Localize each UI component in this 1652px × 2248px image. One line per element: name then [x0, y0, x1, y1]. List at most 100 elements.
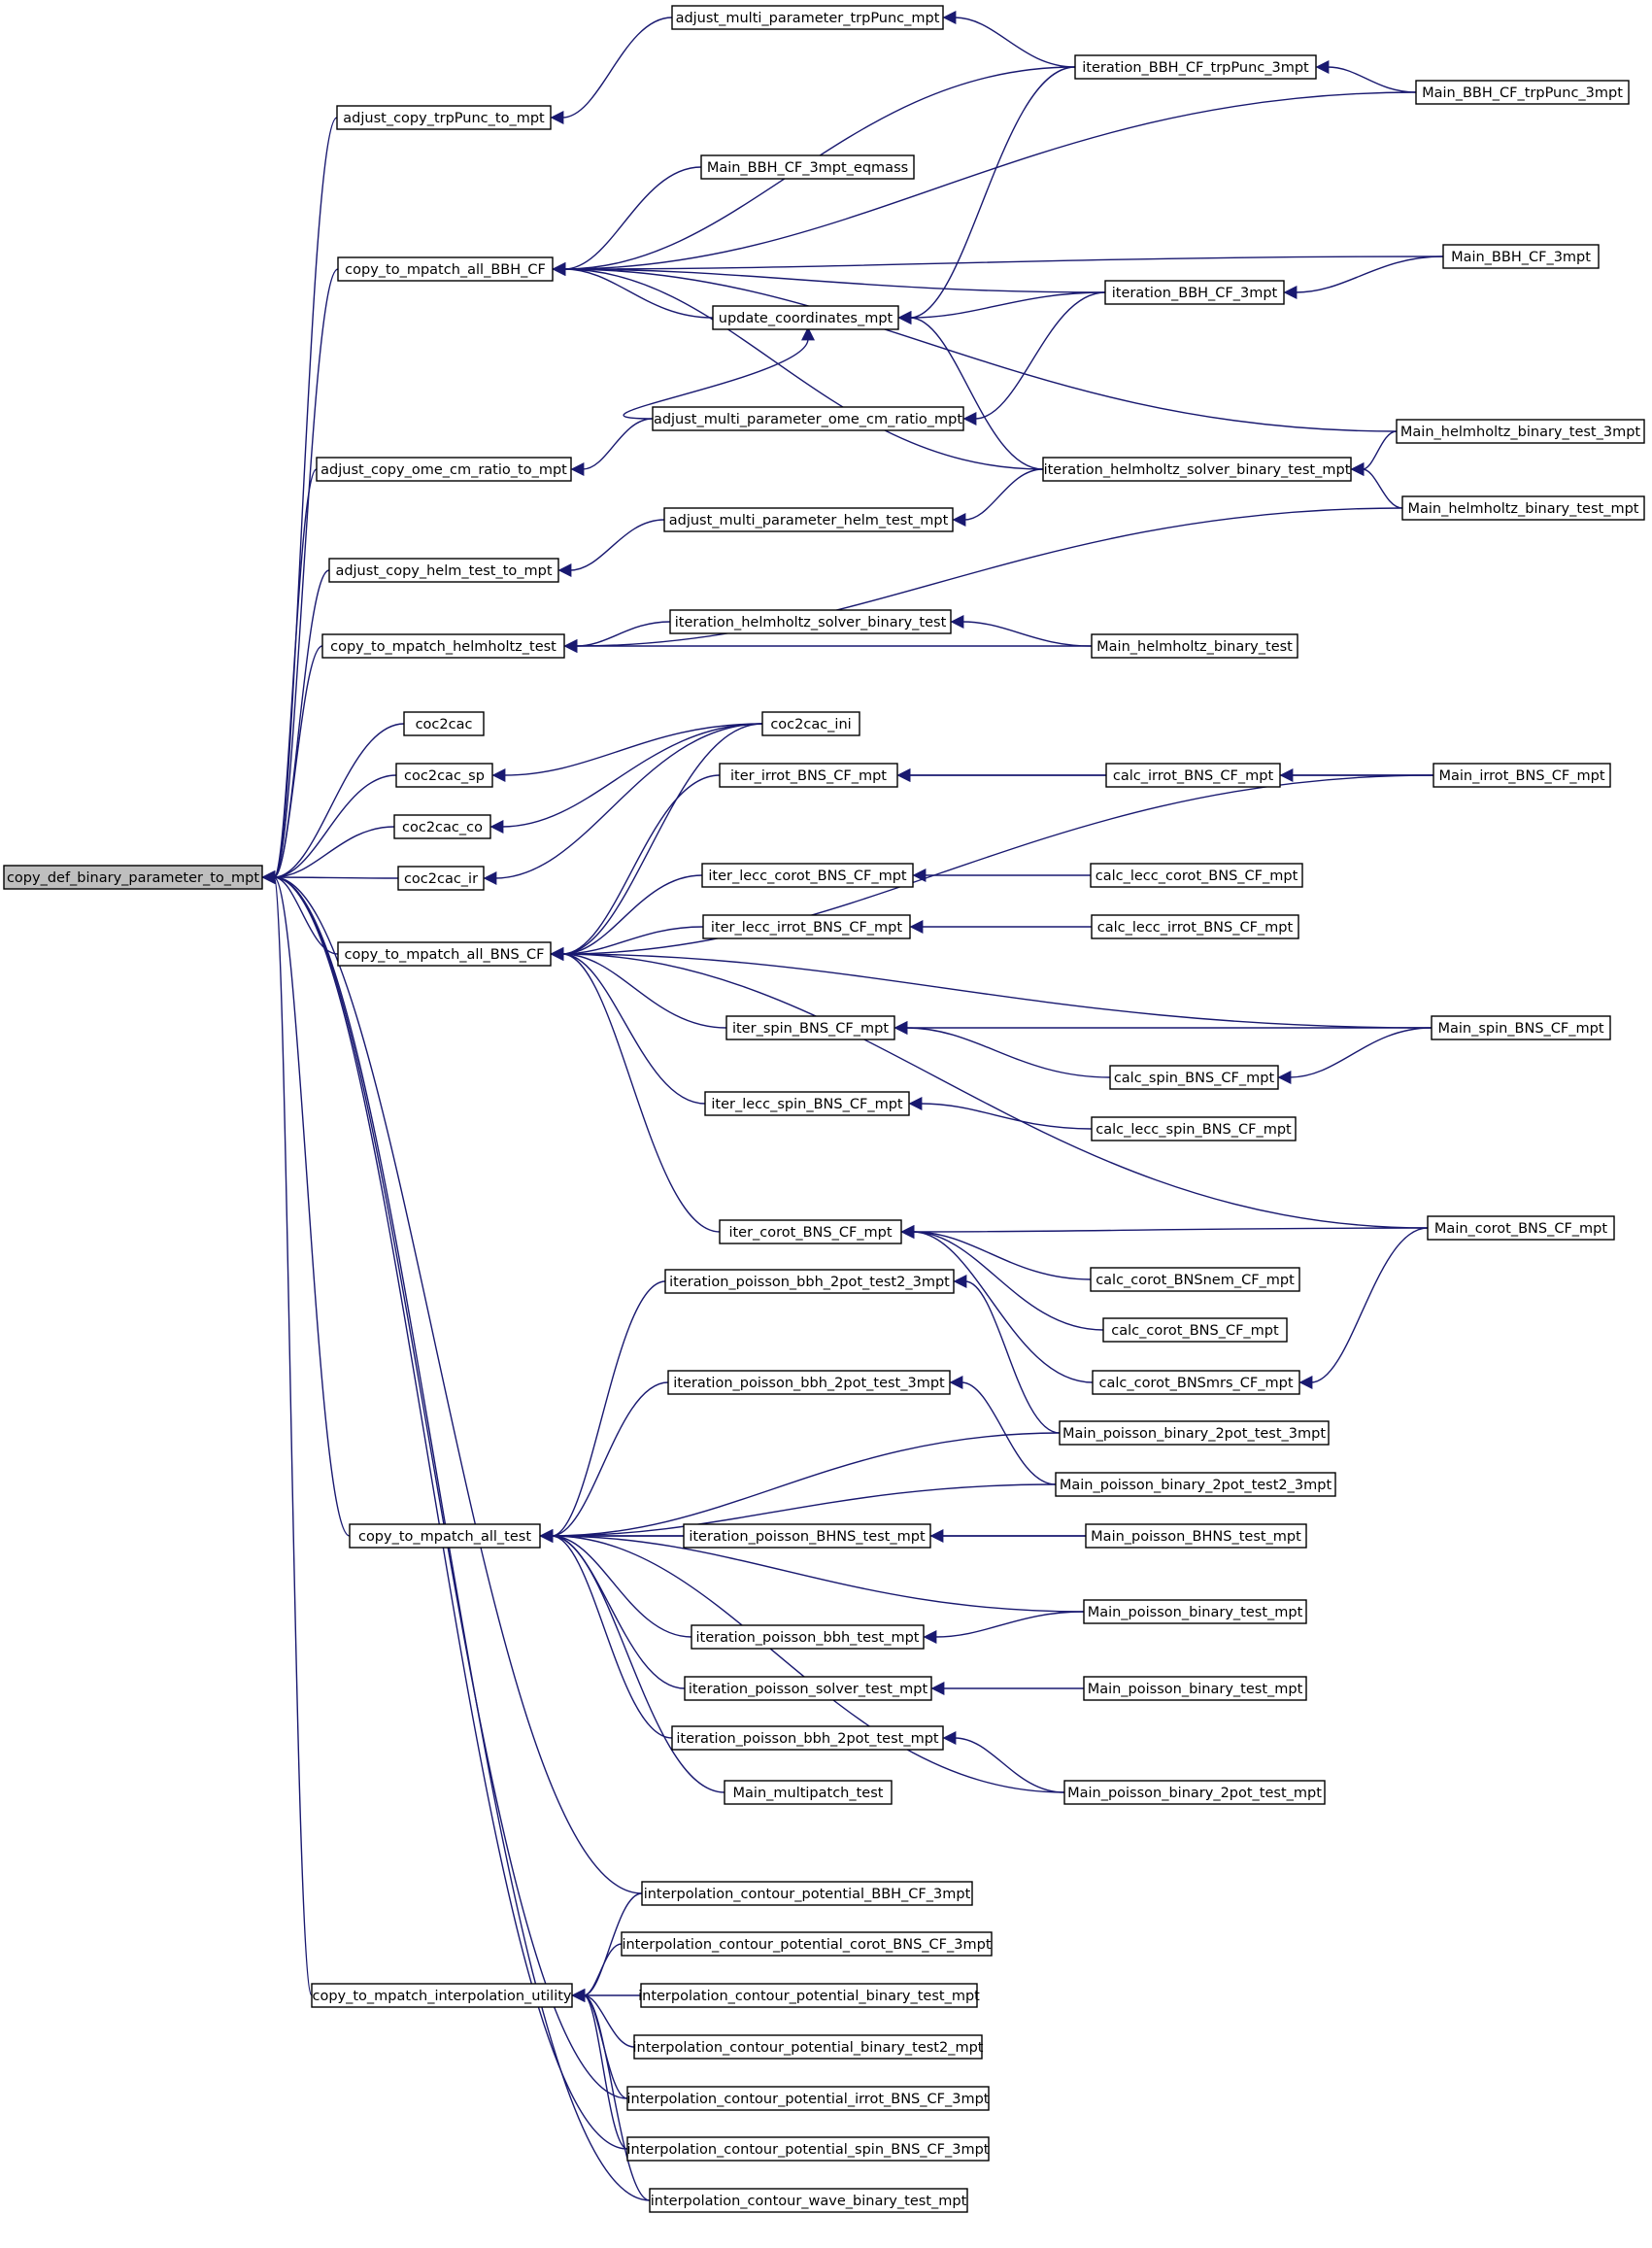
- node-box: [1105, 763, 1281, 788]
- node-label: interpolation_contour_wave_binary_test_m…: [651, 2194, 967, 2209]
- node-coc2cac[interactable]: coc2cac: [403, 711, 485, 736]
- node-Main_corot_BNS_CF_mpt[interactable]: Main_corot_BNS_CF_mpt: [1427, 1215, 1615, 1241]
- node-root[interactable]: copy_def_binary_parameter_to_mpt: [3, 865, 263, 890]
- node-copy_to_mpatch_helmholtz_test[interactable]: copy_to_mpatch_helmholtz_test: [321, 633, 565, 659]
- node-label: calc_corot_BNSmrs_CF_mpt: [1098, 1376, 1293, 1391]
- node-calc_lecc_irrot_BNS_CF_mpt[interactable]: calc_lecc_irrot_BNS_CF_mpt: [1091, 914, 1299, 939]
- node-iteration_helmholtz_solver_binary_test[interactable]: iteration_helmholtz_solver_binary_test: [669, 609, 952, 634]
- node-calc_irrot_BNS_CF_mpt[interactable]: calc_irrot_BNS_CF_mpt: [1105, 763, 1281, 788]
- node-label: Main_BBH_CF_3mpt: [1451, 250, 1591, 265]
- node-adjust_copy_ome[interactable]: adjust_copy_ome_cm_ratio_to_mpt: [316, 457, 572, 482]
- node-Main_poisson_binary_2pot_test_mpt[interactable]: Main_poisson_binary_2pot_test_mpt: [1063, 1780, 1326, 1805]
- node-interp_binary_test[interactable]: interpolation_contour_potential_binary_t…: [638, 1983, 980, 2008]
- node-Main_poisson_binary_test_mpt_a[interactable]: Main_poisson_binary_test_mpt: [1083, 1599, 1307, 1624]
- node-Main_poisson_binary_2pot_test2_3mpt[interactable]: Main_poisson_binary_2pot_test2_3mpt: [1055, 1472, 1336, 1497]
- node-label: Main_multipatch_test: [733, 1786, 884, 1801]
- edge-copy_to_mpatch_interpolation_utility-interp_corot: [571, 1943, 623, 2002]
- node-calc_lecc_corot_BNS_CF_mpt[interactable]: calc_lecc_corot_BNS_CF_mpt: [1090, 863, 1303, 888]
- node-iteration_BBH_CF_3mpt[interactable]: iteration_BBH_CF_3mpt: [1104, 280, 1285, 305]
- node-interp_corot[interactable]: interpolation_contour_potential_corot_BN…: [621, 1931, 993, 1957]
- node-Main_helmholtz_binary_test_mpt[interactable]: Main_helmholtz_binary_test_mpt: [1401, 495, 1645, 521]
- edge-copy_to_mpatch_all_test-Main_multipatch_test: [539, 1529, 725, 1793]
- node-iter_spin_BNS_CF_mpt[interactable]: iter_spin_BNS_CF_mpt: [725, 1015, 895, 1040]
- node-interp_spin[interactable]: interpolation_contour_potential_spin_BNS…: [626, 2136, 990, 2162]
- node-calc_corot_BNSnem_CF_mpt[interactable]: calc_corot_BNSnem_CF_mpt: [1090, 1267, 1300, 1292]
- node-box: [311, 1983, 573, 2008]
- node-box: [652, 406, 964, 431]
- node-adjust_multi_trpPunc[interactable]: adjust_multi_parameter_trpPunc_mpt: [671, 5, 944, 30]
- node-adjust_multi_ome[interactable]: adjust_multi_parameter_ome_cm_ratio_mpt: [652, 406, 964, 431]
- node-adjust_copy_trpPunc[interactable]: adjust_copy_trpPunc_to_mpt: [336, 105, 552, 130]
- node-iteration_helmholtz_solver_binary_test_mpt[interactable]: iteration_helmholtz_solver_binary_test_m…: [1042, 457, 1352, 482]
- node-Main_poisson_binary_2pot_test_3mpt[interactable]: Main_poisson_binary_2pot_test_3mpt: [1059, 1420, 1330, 1446]
- node-coc2cac_co[interactable]: coc2cac_co: [393, 814, 491, 839]
- node-box: [663, 507, 954, 532]
- node-calc_corot_BNS_CF_mpt[interactable]: calc_corot_BNS_CF_mpt: [1102, 1317, 1288, 1343]
- node-Main_poisson_BHNS_test_mpt[interactable]: Main_poisson_BHNS_test_mpt: [1085, 1523, 1307, 1549]
- node-Main_helmholtz_binary_test_3mpt[interactable]: Main_helmholtz_binary_test_3mpt: [1396, 419, 1645, 444]
- node-iteration_poisson_bbh_2pot_test_3mpt[interactable]: iteration_poisson_bbh_2pot_test_3mpt: [667, 1370, 951, 1395]
- node-iter_corot_BNS_CF_mpt[interactable]: iter_corot_BNS_CF_mpt: [719, 1219, 902, 1244]
- node-box: [1074, 54, 1317, 80]
- node-copy_to_mpatch_all_test[interactable]: copy_to_mpatch_all_test: [349, 1523, 541, 1549]
- node-calc_corot_BNSmrs_CF_mpt[interactable]: calc_corot_BNSmrs_CF_mpt: [1092, 1370, 1300, 1395]
- node-coc2cac_ir[interactable]: coc2cac_ir: [397, 866, 485, 891]
- node-Main_poisson_binary_test_mpt_b[interactable]: Main_poisson_binary_test_mpt: [1083, 1676, 1307, 1701]
- node-interp_binary_test2[interactable]: interpolation_contour_potential_binary_t…: [633, 2034, 984, 2060]
- node-Main_helmholtz_binary_test[interactable]: Main_helmholtz_binary_test: [1091, 633, 1298, 659]
- node-Main_BBH_CF_trpPunc[interactable]: Main_BBH_CF_trpPunc_3mpt: [1415, 80, 1630, 105]
- node-Main_BBH_CF_3mpt_eqmass[interactable]: Main_BBH_CF_3mpt_eqmass: [700, 154, 915, 180]
- node-Main_BBH_CF_3mpt[interactable]: Main_BBH_CF_3mpt: [1442, 244, 1600, 269]
- node-interp_wave[interactable]: interpolation_contour_wave_binary_test_m…: [649, 2188, 968, 2213]
- node-iteration_poisson_bbh_test_mpt[interactable]: iteration_poisson_bbh_test_mpt: [691, 1624, 925, 1650]
- node-iter_lecc_spin_BNS_CF_mpt[interactable]: iter_lecc_spin_BNS_CF_mpt: [704, 1091, 910, 1116]
- node-box: [1442, 244, 1600, 269]
- node-calc_lecc_spin_BNS_CF_mpt[interactable]: calc_lecc_spin_BNS_CF_mpt: [1091, 1116, 1297, 1141]
- node-box: [724, 1780, 893, 1805]
- edge-coc2cac_co-coc2cac_ini: [489, 723, 763, 834]
- node-calc_spin_BNS_CF_mpt[interactable]: calc_spin_BNS_CF_mpt: [1109, 1065, 1279, 1090]
- node-Main_multipatch_test[interactable]: Main_multipatch_test: [724, 1780, 893, 1805]
- edge-copy_to_mpatch_all_test-iteration_poisson_bbh_2pot_test_3mpt: [539, 1381, 669, 1543]
- node-iteration_poisson_bbh_2pot_test_mpt[interactable]: iteration_poisson_bbh_2pot_test_mpt: [671, 1725, 944, 1751]
- node-label: calc_lecc_irrot_BNS_CF_mpt: [1097, 920, 1294, 936]
- node-label: iteration_helmholtz_solver_binary_test: [675, 615, 947, 630]
- node-coc2cac_ini[interactable]: coc2cac_ini: [761, 711, 860, 736]
- node-interp_irrot[interactable]: interpolation_contour_potential_irrot_BN…: [626, 2086, 990, 2111]
- node-iteration_poisson_bbh_2pot_test2_3mpt[interactable]: iteration_poisson_bbh_2pot_test2_3mpt: [664, 1269, 955, 1294]
- edge-copy_to_mpatch_all_BBH_CF-iteration_helmholtz_solver_binary_test_mpt: [552, 262, 1044, 470]
- edge-root-copy_to_mpatch_all_BNS_CF: [261, 870, 339, 955]
- edge-root-copy_to_mpatch_interpolation_utility: [261, 870, 313, 1996]
- node-label: iter_irrot_BNS_CF_mpt: [730, 768, 887, 784]
- node-copy_to_mpatch_all_BBH_CF[interactable]: copy_to_mpatch_all_BBH_CF: [337, 256, 554, 282]
- edge-iteration_poisson_bbh_2pot_test2_3mpt-Main_poisson_binary_2pot_test_3mpt: [953, 1275, 1061, 1434]
- node-label: iteration_helmholtz_solver_binary_test_m…: [1044, 462, 1351, 478]
- edge-copy_to_mpatch_all_test-iteration_poisson_bbh_2pot_test_mpt: [539, 1529, 673, 1739]
- node-Main_spin_BNS_CF_mpt[interactable]: Main_spin_BNS_CF_mpt: [1431, 1015, 1611, 1040]
- node-box: [1083, 1676, 1307, 1701]
- node-coc2cac_sp[interactable]: coc2cac_sp: [395, 763, 493, 788]
- edge-root-coc2cac_sp: [261, 774, 397, 884]
- edge-root-adjust_copy_ome: [261, 468, 318, 884]
- node-iteration_poisson_solver_test_mpt[interactable]: iteration_poisson_solver_test_mpt: [684, 1676, 932, 1701]
- node-iter_irrot_BNS_CF_mpt[interactable]: iter_irrot_BNS_CF_mpt: [719, 763, 898, 788]
- node-box: [403, 711, 485, 736]
- node-adjust_multi_helm[interactable]: adjust_multi_parameter_helm_test_mpt: [663, 507, 954, 532]
- node-adjust_copy_helm[interactable]: adjust_copy_helm_test_to_mpt: [328, 558, 559, 583]
- node-box: [1085, 1523, 1307, 1549]
- node-update_coordinates_mpt[interactable]: update_coordinates_mpt: [712, 305, 899, 330]
- node-iteration_poisson_BHNS_test_mpt[interactable]: iteration_poisson_BHNS_test_mpt: [683, 1523, 931, 1549]
- node-copy_to_mpatch_all_BNS_CF[interactable]: copy_to_mpatch_all_BNS_CF: [337, 941, 552, 967]
- node-box: [1063, 1780, 1326, 1805]
- node-iter_lecc_corot_BNS_CF_mpt[interactable]: iter_lecc_corot_BNS_CF_mpt: [701, 863, 914, 888]
- node-label: calc_corot_BNSnem_CF_mpt: [1096, 1273, 1295, 1288]
- edge-calc_spin_BNS_CF_mpt-Main_spin_BNS_CF_mpt: [1277, 1027, 1433, 1084]
- node-iter_lecc_irrot_BNS_CF_mpt[interactable]: iter_lecc_irrot_BNS_CF_mpt: [702, 914, 911, 939]
- node-Main_irrot_BNS_CF_mpt[interactable]: Main_irrot_BNS_CF_mpt: [1433, 763, 1611, 788]
- node-box: [1415, 80, 1630, 105]
- node-interp_BBH[interactable]: interpolation_contour_potential_BBH_CF_3…: [641, 1881, 973, 1906]
- node-label: adjust_multi_parameter_helm_test_mpt: [669, 513, 949, 528]
- node-label: Main_spin_BNS_CF_mpt: [1437, 1021, 1603, 1037]
- node-copy_to_mpatch_interpolation_utility[interactable]: copy_to_mpatch_interpolation_utility: [311, 1983, 573, 2008]
- node-iteration_BBH_CF_trpPunc[interactable]: iteration_BBH_CF_trpPunc_3mpt: [1074, 54, 1317, 80]
